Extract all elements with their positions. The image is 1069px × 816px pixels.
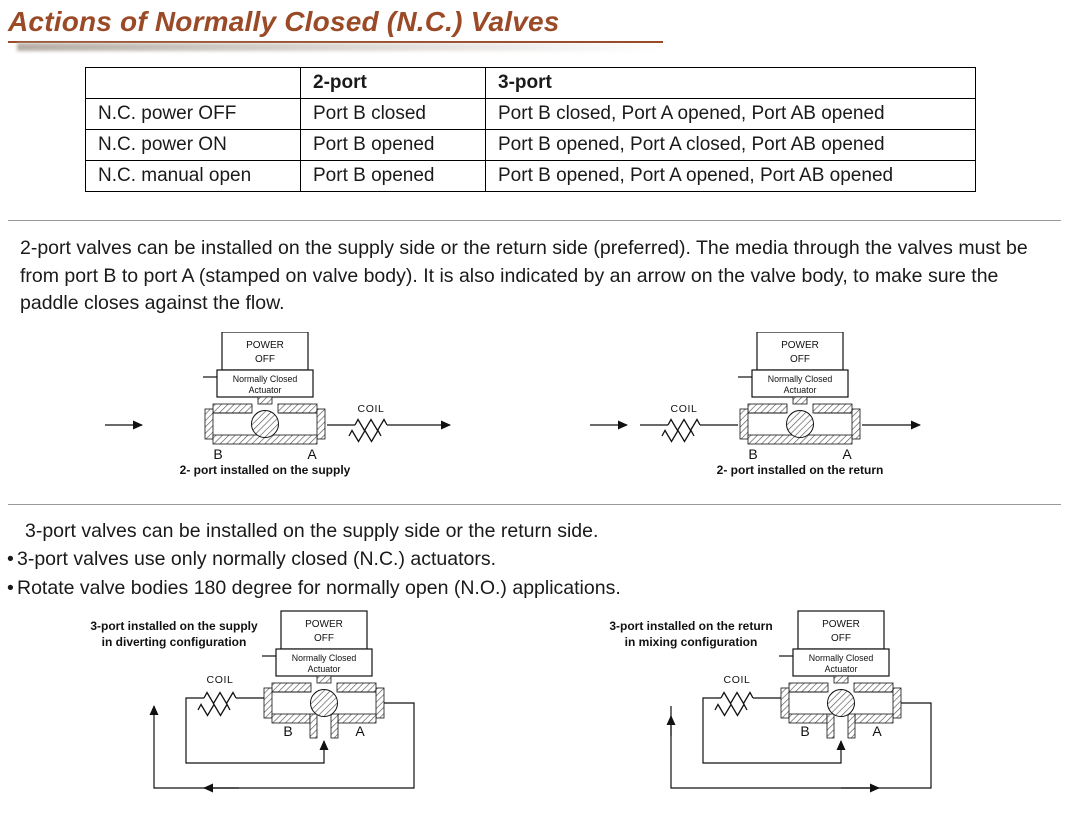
actuator-assembly: [201, 332, 314, 398]
coil-zigzag: [202, 691, 237, 705]
section-divider: [8, 220, 1061, 221]
outer-pipe-loop: [669, 702, 932, 789]
cell-3port: Port B opened, Port A opened, Port AB op…: [485, 160, 976, 192]
coil-label: COIL: [670, 403, 697, 415]
diagram-2port-supply: COIL 2- port installed on the supply: [104, 332, 451, 477]
two-port-paragraph: 2-port valves can be installed on the su…: [20, 237, 1028, 315]
coil-label: COIL: [723, 674, 750, 686]
valve-body: [780, 675, 901, 740]
cell-2port: Port B closed: [300, 98, 486, 130]
diagram-caption-line2: in diverting configuration: [101, 635, 246, 649]
bullet-text: 3-port valves use only normally closed (…: [17, 548, 497, 571]
three-port-diagrams: 3-port installed on the supply in divert…: [0, 608, 1069, 796]
valve-body: [204, 396, 325, 463]
coil-zigzag: [353, 418, 388, 432]
coil-label: COIL: [206, 674, 233, 686]
diagram-caption-line1: 3-port installed on the supply: [90, 619, 258, 633]
three-port-intro: 3-port valves can be installed on the su…: [25, 520, 599, 543]
diagram-3port-supply: 3-port installed on the supply in divert…: [90, 610, 415, 793]
diagram-caption: 2- port installed on the supply: [179, 463, 350, 477]
coil-zigzag: [719, 691, 754, 705]
coil-zigzag: [660, 429, 695, 443]
table-header-blank: [85, 67, 301, 99]
row-label: N.C. manual open: [85, 160, 301, 192]
inner-pipe-loop: [184, 697, 328, 764]
section-divider: [8, 504, 1061, 506]
title-shadow: [17, 43, 665, 51]
valve-body: [739, 396, 860, 463]
coil-zigzag: [713, 703, 748, 717]
row-label: N.C. power OFF: [85, 98, 301, 130]
outer-pipe-loop: [149, 702, 415, 789]
bullet-item: 3-port valves use only normally closed (…: [0, 545, 1069, 573]
diagram-caption-line2: in mixing configuration: [624, 635, 757, 649]
bullet-marker-icon: [0, 574, 17, 602]
bullet-text: Rotate valve bodies 180 degree for norma…: [17, 576, 621, 599]
coil-zigzag: [347, 429, 382, 443]
diagram-caption-line1: 3-port installed on the return: [609, 619, 772, 633]
actuator-assembly: [260, 610, 373, 677]
valve-body: [263, 675, 384, 740]
row-label: N.C. power ON: [85, 129, 301, 161]
cell-3port: Port B opened, Port A closed, Port AB op…: [485, 129, 976, 161]
cell-3port: Port B closed, Port A opened, Port AB op…: [485, 98, 976, 130]
diagram-3port-return: 3-port installed on the return in mixing…: [609, 610, 932, 793]
table-row: N.C. power OFF Port B closed Port B clos…: [85, 98, 976, 130]
page-header: Actions of Normally Closed (N.C.) Valves: [0, 0, 1069, 51]
coil-label: COIL: [357, 403, 384, 415]
actuator-assembly: [736, 332, 849, 398]
title-underline: [8, 41, 663, 43]
three-port-text: 3-port valves can be installed on the su…: [0, 517, 1069, 602]
table-header-2port: 2-port: [300, 67, 486, 99]
inner-pipe-loop: [701, 697, 845, 764]
bullet-marker-icon: [0, 545, 17, 573]
valve-actions-table: 2-port 3-port N.C. power OFF Port B clos…: [85, 67, 976, 192]
actuator-assembly: [777, 610, 890, 677]
table-header-row: 2-port 3-port: [85, 67, 976, 99]
two-port-diagrams: COIL 2- port installed on the supply COI…: [0, 332, 1069, 484]
table-row: N.C. manual open Port B opened Port B op…: [85, 160, 976, 192]
page-title: Actions of Normally Closed (N.C.) Valves: [8, 6, 560, 37]
coil-zigzag: [196, 703, 231, 717]
coil-zigzag: [666, 418, 701, 432]
cell-2port: Port B opened: [300, 160, 486, 192]
bullet-item: Rotate valve bodies 180 degree for norma…: [0, 574, 1069, 602]
diagram-2port-return: COIL 2- port installed on the return: [589, 332, 921, 477]
cell-2port: Port B opened: [300, 129, 486, 161]
table-header-3port: 3-port: [485, 67, 976, 99]
table-row: N.C. power ON Port B opened Port B opene…: [85, 129, 976, 161]
diagram-caption: 2- port installed on the return: [716, 463, 883, 477]
